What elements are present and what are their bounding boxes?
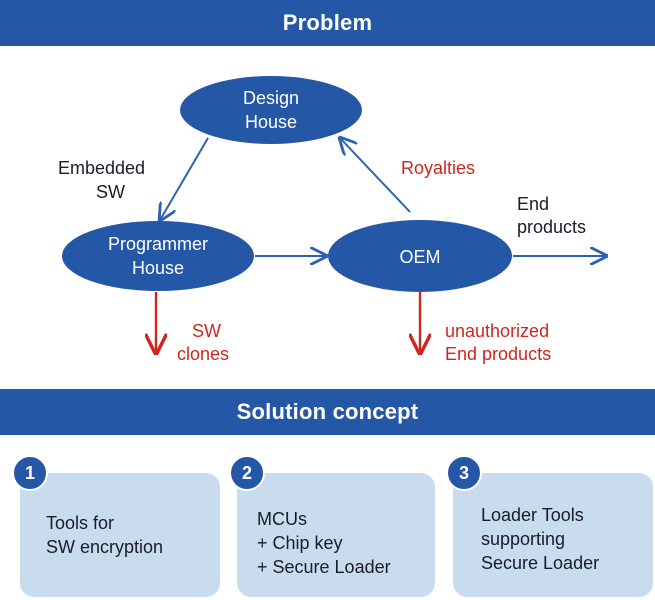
solution-card-1: Tools for SW encryption — [20, 473, 220, 597]
end-products-label-line2: products — [517, 217, 586, 237]
solution-card-1-text: Tools for SW encryption — [46, 513, 164, 557]
design-house-label-line1: Design — [243, 88, 299, 108]
node-programmer-house: Programmer House — [62, 221, 254, 291]
problem-title: Problem — [282, 10, 373, 35]
solution-title: Solution concept — [236, 399, 419, 424]
embedded-sw-label-line2: SW — [96, 182, 125, 202]
end-products-label-line1: End — [517, 194, 549, 214]
solution-card-2-text: MCUs + Chip key + Secure Loader — [257, 509, 391, 577]
solution-badge-2: 2 — [229, 455, 265, 491]
unauthorized-label-line1: unauthorized — [445, 321, 549, 341]
solution-badge-3-number: 3 — [458, 462, 469, 483]
oem-label: OEM — [399, 247, 440, 267]
node-design-house: Design House — [180, 76, 362, 144]
royalties-label: Royalties — [401, 158, 475, 178]
solution-header: Solution concept — [0, 389, 655, 435]
arrow-oem-to-design — [340, 138, 411, 213]
solution-badge-2-number: 2 — [241, 462, 252, 483]
solution-badge-1-number: 1 — [24, 462, 35, 483]
sw-clones-label-line2: clones — [177, 344, 229, 364]
solution-card-2: MCUs + Chip key + Secure Loader — [237, 473, 435, 597]
design-house-label-line2: House — [245, 112, 297, 132]
solution-card-3: Loader Tools supporting Secure Loader — [453, 473, 653, 597]
arrow-design-to-programmer — [160, 137, 209, 220]
unauthorized-label-line2: End products — [445, 344, 551, 364]
solution-badge-3: 3 — [446, 455, 482, 491]
sw-clones-label-line1: SW — [192, 321, 221, 341]
programmer-house-label-line1: Programmer — [108, 234, 208, 254]
node-oem: OEM — [328, 220, 512, 292]
solution-card-3-text: Loader Tools supporting Secure Loader — [481, 505, 600, 573]
problem-header: Problem — [0, 0, 655, 46]
programmer-house-label-line2: House — [132, 258, 184, 278]
embedded-sw-label-line1: Embedded — [58, 158, 145, 178]
solution-badge-1: 1 — [12, 455, 48, 491]
